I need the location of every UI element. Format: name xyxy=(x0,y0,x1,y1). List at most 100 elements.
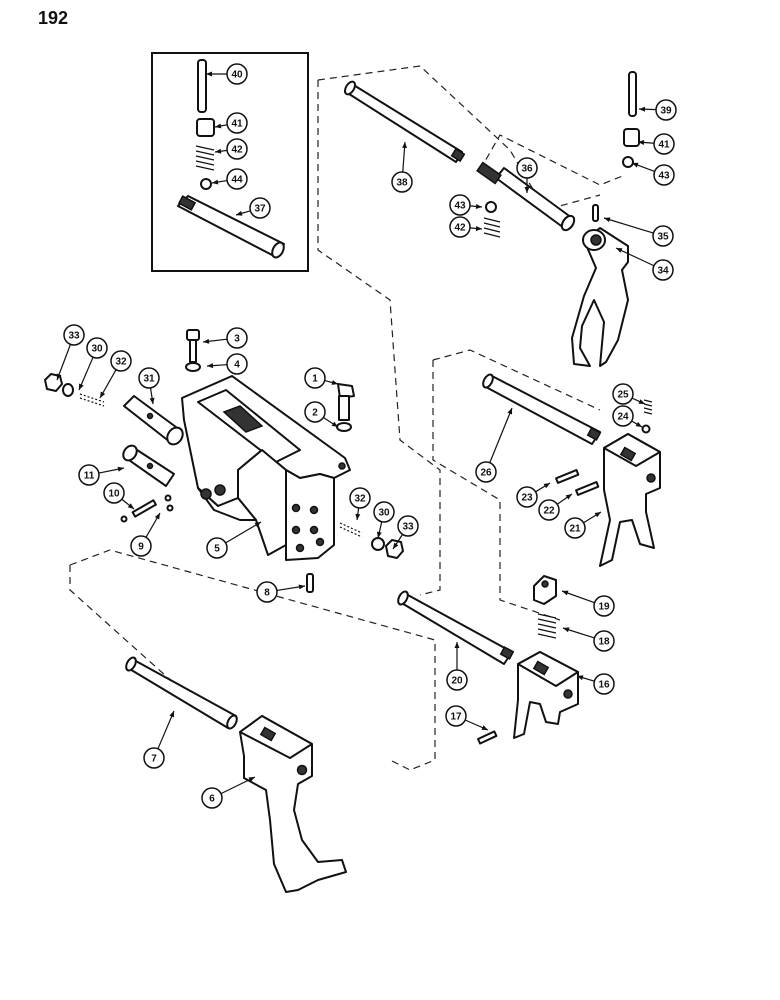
callout-1: 1 xyxy=(304,367,339,389)
callout-33: 33 xyxy=(392,515,419,550)
leader-arrowhead xyxy=(524,187,530,193)
part-30-washer-left xyxy=(62,383,74,397)
leader-arrowhead xyxy=(127,503,134,509)
callout-circle xyxy=(391,171,413,193)
callout-number: 32 xyxy=(354,494,366,505)
callout-circle xyxy=(449,194,471,216)
part-20-rail xyxy=(397,590,515,665)
leader-arrowhead xyxy=(639,106,646,112)
page-number: 192 xyxy=(38,8,69,28)
callout-number: 22 xyxy=(543,506,555,517)
callout-number: 10 xyxy=(108,489,120,500)
part-16-shift-fork xyxy=(513,651,579,739)
callout-circle xyxy=(516,157,538,179)
part-42-spring-left xyxy=(483,217,501,238)
callout-number: 37 xyxy=(254,204,266,215)
callout-38: 38 xyxy=(391,141,413,193)
callout-3: 3 xyxy=(202,327,248,349)
part-43-ball-right xyxy=(622,156,634,168)
leader-arrowhead xyxy=(481,725,488,730)
part-36-rail xyxy=(476,161,576,232)
callout-circle xyxy=(593,673,615,695)
callout-circle xyxy=(349,487,371,509)
callout-circle xyxy=(475,461,497,483)
part-25-spring xyxy=(643,399,653,415)
leader-arrowhead xyxy=(638,139,645,145)
part-24-ball xyxy=(641,424,651,434)
callout-44: 44 xyxy=(211,168,248,190)
part-9-balls xyxy=(120,494,174,523)
leader-arrowhead xyxy=(565,494,572,500)
callout-number: 8 xyxy=(264,588,270,599)
callout-number: 43 xyxy=(658,171,670,182)
leader-arrowhead xyxy=(604,217,611,223)
callout-circle xyxy=(516,486,538,508)
callout-circle xyxy=(564,517,586,539)
part-19-block xyxy=(533,575,557,605)
leader-arrowhead xyxy=(169,711,174,718)
callout-41: 41 xyxy=(637,133,675,155)
part-26-rail xyxy=(482,373,602,445)
part-32-stud-right xyxy=(339,522,363,538)
callout-circle xyxy=(304,401,326,423)
leader-arrowhead xyxy=(355,513,361,520)
callout-41: 41 xyxy=(214,112,248,134)
callout-30: 30 xyxy=(373,501,395,539)
part-1-bolt xyxy=(337,383,355,421)
callout-number: 21 xyxy=(569,524,581,535)
leader-line xyxy=(157,710,175,750)
callout-circle xyxy=(78,464,100,486)
callout-number: 42 xyxy=(454,223,466,234)
callout-number: 4 xyxy=(234,360,240,371)
callout-number: 26 xyxy=(480,468,492,479)
part-3-bolt xyxy=(186,329,200,363)
part-10-pin xyxy=(131,499,157,518)
callout-circle xyxy=(143,747,165,769)
callout-number: 31 xyxy=(143,374,155,385)
part-35-pin xyxy=(592,204,599,222)
part-23-pin xyxy=(555,469,580,484)
callout-circle xyxy=(226,168,248,190)
callout-circle xyxy=(445,705,467,727)
callout-circle xyxy=(138,367,160,389)
part-40-pin xyxy=(197,59,207,113)
callout-number: 41 xyxy=(658,140,670,151)
part-4-lock-washer xyxy=(185,362,201,372)
callout-circle xyxy=(201,787,223,809)
callout-number: 17 xyxy=(450,712,462,723)
leader-line xyxy=(615,247,655,267)
callout-39: 39 xyxy=(638,99,677,121)
callout-circle xyxy=(249,197,271,219)
callout-30: 30 xyxy=(78,337,108,391)
callout-43: 43 xyxy=(631,162,675,186)
callout-number: 16 xyxy=(598,680,610,691)
leader-arrowhead xyxy=(254,522,261,528)
leader-arrowhead xyxy=(207,363,214,369)
part-5-shifter-housing xyxy=(181,375,351,561)
callout-18: 18 xyxy=(562,627,615,652)
callout-number: 30 xyxy=(91,344,103,355)
callout-11: 11 xyxy=(78,464,125,486)
callout-number: 36 xyxy=(521,164,533,175)
group-outline-rail-26 xyxy=(432,349,601,621)
callout-number: 18 xyxy=(598,637,610,648)
leader-line xyxy=(489,407,513,463)
callout-20: 20 xyxy=(446,642,468,691)
part-8-pin xyxy=(306,573,314,593)
leader-arrowhead xyxy=(632,162,639,168)
leader-arrowhead xyxy=(212,179,219,185)
callout-9: 9 xyxy=(130,512,161,557)
inset-frame xyxy=(151,52,309,272)
part-41-sleeve-right xyxy=(623,128,640,147)
callout-circle xyxy=(449,216,471,238)
part-18-spring xyxy=(537,613,557,639)
callout-34: 34 xyxy=(615,247,674,281)
callout-19: 19 xyxy=(561,590,615,617)
callout-5: 5 xyxy=(206,521,262,559)
callout-circle xyxy=(652,259,674,281)
callout-17: 17 xyxy=(445,705,489,731)
callout-number: 5 xyxy=(214,544,220,555)
callout-37: 37 xyxy=(235,197,271,219)
callout-number: 35 xyxy=(657,232,669,243)
